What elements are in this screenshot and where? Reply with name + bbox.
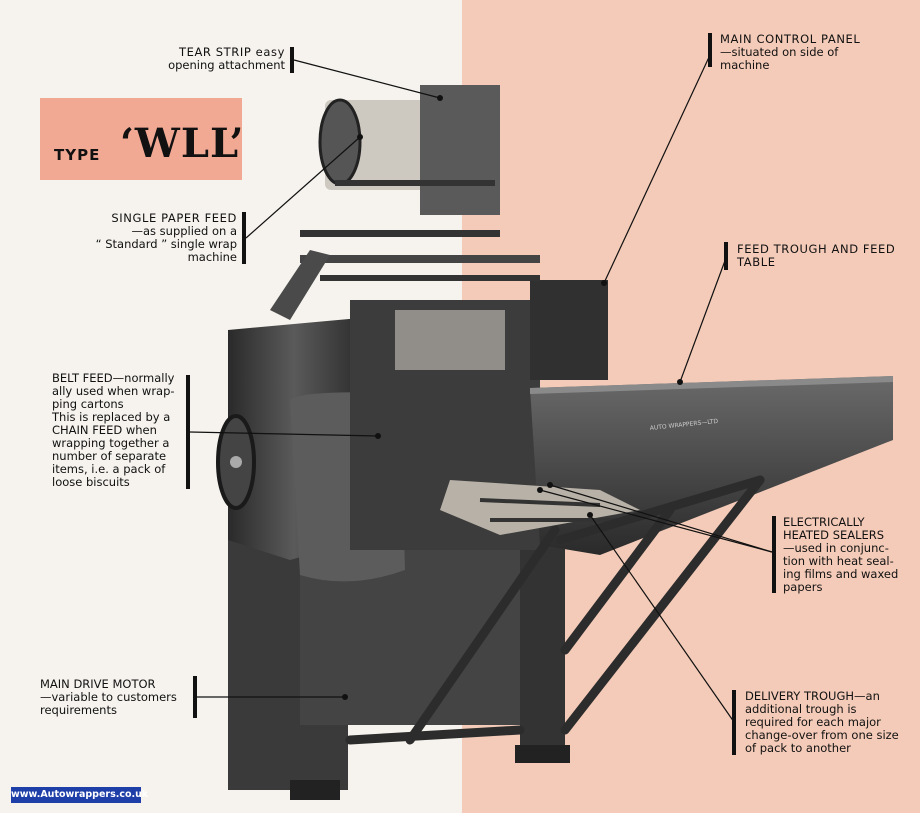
callout-bar <box>724 242 728 270</box>
website-watermark: www.Autowrappers.co.uk <box>11 787 148 803</box>
callout-bar <box>708 33 712 67</box>
type-model: ‘WLL’ <box>120 120 245 167</box>
leader-lines <box>189 54 773 723</box>
top-roller-assembly <box>270 85 540 320</box>
callout-tear-strip: TEAR STRIP easy opening attachment <box>168 45 285 72</box>
callout-main-control-panel: MAIN CONTROL PANEL —situated on side of … <box>720 32 861 72</box>
callout-feed-trough: FEED TROUGH AND FEED TABLE <box>737 242 896 269</box>
type-label-panel: TYPE ‘WLL’ <box>40 98 245 180</box>
callout-bar <box>732 690 736 755</box>
support-legs <box>345 475 765 745</box>
type-prefix: TYPE <box>54 146 101 164</box>
callout-main-drive-motor: MAIN DRIVE MOTOR —variable to customers … <box>40 677 177 717</box>
callout-bar <box>193 676 197 718</box>
callout-bar <box>290 47 294 73</box>
handwheel <box>216 414 256 510</box>
callout-bar <box>186 375 190 489</box>
leader-dots <box>342 95 683 700</box>
callout-bar <box>772 516 776 593</box>
callout-delivery-trough: DELIVERY TROUGH—an additional trough is … <box>745 689 899 755</box>
callout-belt-feed: BELT FEED—normally ally used when wrap- … <box>52 371 175 489</box>
callout-heated-sealers: ELECTRICALLY HEATED SEALERS —used in con… <box>783 515 899 594</box>
machine-base-frame <box>228 520 570 800</box>
callout-bar <box>242 212 246 264</box>
callout-single-paper-feed: SINGLE PAPER FEED —as supplied on a “ St… <box>95 211 237 264</box>
delivery-trough <box>440 480 640 535</box>
